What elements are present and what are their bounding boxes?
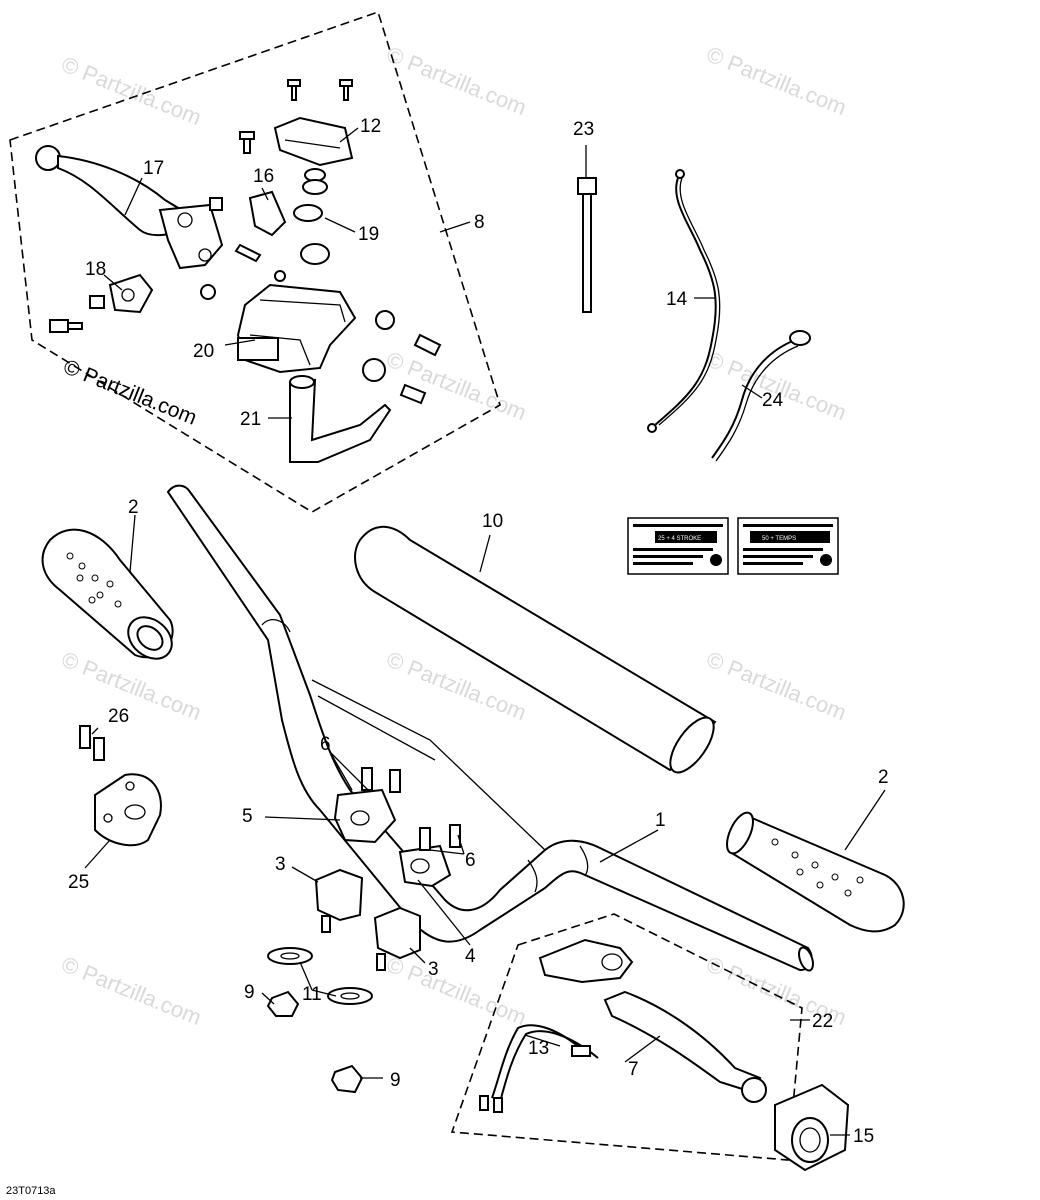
callout-8: 8 xyxy=(474,212,485,233)
handlebar-pad xyxy=(354,525,717,774)
callout-26: 26 xyxy=(108,706,129,727)
callout-17: 17 xyxy=(143,158,164,179)
decal-right: 50 + TEMPS xyxy=(737,517,839,575)
flange-nut xyxy=(330,1064,364,1094)
callout-22: 22 xyxy=(812,1011,833,1032)
watermark: © Partzilla.com xyxy=(58,951,205,1030)
mounting-plate xyxy=(94,773,162,847)
lever-ball-end xyxy=(741,1077,767,1103)
watermark: © Partzilla.com xyxy=(58,51,205,130)
screw xyxy=(239,131,255,154)
washer xyxy=(375,310,395,330)
switch-wire xyxy=(491,1024,586,1099)
brake-pedal-lever xyxy=(289,378,392,463)
diaphragm-plate xyxy=(302,179,328,195)
callout-1: 1 xyxy=(655,810,666,831)
decal-left: 25 + 4 STROKE xyxy=(627,517,729,575)
callout-24: 24 xyxy=(762,390,784,411)
decal-right-text: 50 + TEMPS xyxy=(762,536,796,542)
lower-holder-left xyxy=(314,868,364,933)
watermark-layer: © Partzilla.com © Partzilla.com © Partzi… xyxy=(58,41,850,1030)
watermark: © Partzilla.com xyxy=(383,951,530,1030)
washer xyxy=(267,947,313,965)
lever-pivot xyxy=(158,203,224,270)
callout-9: 9 xyxy=(244,982,255,1003)
callout-6: 6 xyxy=(320,734,331,755)
clutch-lever-assembly xyxy=(479,938,767,1113)
watermark: © Partzilla.com xyxy=(703,41,850,120)
callout-10: 10 xyxy=(482,511,503,532)
upper-clamp-left xyxy=(333,788,397,844)
screw xyxy=(93,737,105,761)
master-cylinder-assembly xyxy=(35,79,442,463)
watermark: © Partzilla.com xyxy=(383,41,530,120)
pivot-bolt xyxy=(234,243,262,263)
callout-18: 18 xyxy=(85,259,106,280)
nut xyxy=(274,270,286,282)
grip-right xyxy=(726,811,905,933)
washer xyxy=(327,987,373,1005)
grip-dimples xyxy=(66,552,122,608)
brake-lever xyxy=(57,154,192,237)
nut xyxy=(362,358,386,382)
switch xyxy=(399,383,427,405)
mirror-bracket xyxy=(108,273,154,314)
clamp-bolts xyxy=(361,767,461,851)
callout-12: 12 xyxy=(360,116,381,137)
cable-tie xyxy=(577,177,597,313)
decal-left-text: 25 + 4 STROKE xyxy=(658,536,701,542)
lever-ball-end xyxy=(35,145,61,171)
screw xyxy=(287,79,301,101)
callout-20: 20 xyxy=(193,341,214,362)
callout-7: 7 xyxy=(628,1059,639,1080)
diagram-code: 23T0713a xyxy=(6,1185,56,1197)
bolt xyxy=(49,319,83,333)
callout-labels: 1 2 2 3 3 4 5 6 6 7 8 9 9 10 11 12 13 14… xyxy=(68,116,889,1147)
throttle-cable xyxy=(647,169,721,433)
callout-14: 14 xyxy=(666,289,688,310)
callout-2: 2 xyxy=(878,767,889,788)
kill-switch-wire xyxy=(711,330,811,462)
callout-5: 5 xyxy=(242,806,253,827)
snap-ring xyxy=(293,204,323,222)
cylinder-clamp xyxy=(237,337,279,361)
upper-clamp-right xyxy=(398,844,452,888)
nut xyxy=(200,284,216,300)
screw xyxy=(79,725,91,749)
watermark-dark: © Partzilla.com xyxy=(60,355,200,429)
callout-15: 15 xyxy=(853,1126,874,1147)
pin xyxy=(89,295,105,309)
master-cylinder-group-outline xyxy=(9,10,501,513)
bleeder xyxy=(413,333,442,357)
callout-16: 16 xyxy=(253,166,274,187)
callout-6: 6 xyxy=(465,850,476,871)
callout-13: 13 xyxy=(528,1038,549,1059)
callout-11: 11 xyxy=(302,984,322,1005)
callout-19: 19 xyxy=(358,224,379,245)
clutch-lever-group-outline xyxy=(450,913,803,1161)
lower-holder-right xyxy=(373,906,421,971)
clamp-half xyxy=(248,190,287,237)
flange-nut xyxy=(266,990,300,1017)
callout-2: 2 xyxy=(128,497,139,518)
lever-perch xyxy=(538,938,634,984)
bar-end-weight xyxy=(774,1083,850,1172)
reservoir-cap xyxy=(273,116,354,167)
screw xyxy=(209,197,223,211)
callout-9: 9 xyxy=(390,1070,401,1091)
screw xyxy=(339,79,353,101)
watermark: © Partzilla.com xyxy=(58,646,205,725)
callout-21: 21 xyxy=(240,409,261,430)
callout-3: 3 xyxy=(275,854,286,875)
boot-seal xyxy=(300,243,330,265)
watermark: © Partzilla.com xyxy=(703,646,850,725)
callout-25: 25 xyxy=(68,872,89,893)
leader-lines xyxy=(84,127,886,1136)
callout-3: 3 xyxy=(428,959,439,980)
grip-left xyxy=(41,528,174,660)
callout-23: 23 xyxy=(573,119,594,140)
callout-4: 4 xyxy=(465,946,476,967)
